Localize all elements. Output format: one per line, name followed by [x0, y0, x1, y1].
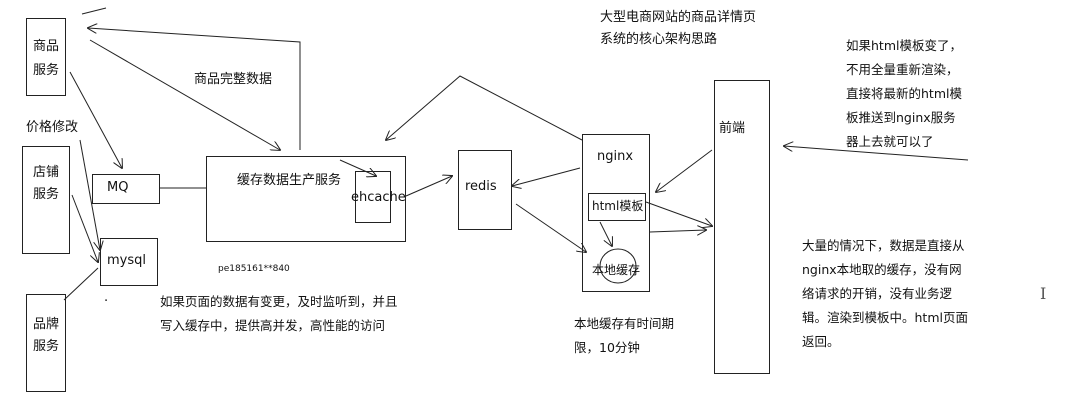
- ehcache-box: [355, 171, 391, 223]
- frontend-label: 前端: [719, 121, 746, 136]
- price-change-label: 价格修改: [26, 120, 79, 135]
- cache-service-box: 缓存数据生产服务 ehcache: [206, 156, 406, 242]
- brand-service-label-1: 品牌: [32, 317, 59, 332]
- cache-service-label: 缓存数据生产服务: [237, 173, 342, 188]
- full-product-data-label: 商品完整数据: [194, 72, 273, 87]
- traffic-note-line3: 络请求的开销，没有业务逻: [802, 286, 953, 301]
- watermark-text: pe185161**840: [218, 264, 290, 274]
- shop-service-label-1: 店铺: [32, 165, 59, 180]
- traffic-note-line2: nginx本地取的缓存，没有网: [802, 262, 962, 277]
- html-template-box: html模板: [588, 193, 646, 221]
- local-cache-note-line1: 本地缓存有时间期: [574, 316, 675, 331]
- frontend-box: 前端: [714, 80, 770, 374]
- arrow-redis-to-localcache: [515, 203, 586, 252]
- product-service-box: 商品 服务: [26, 18, 66, 96]
- template-note-line4: 板推送到nginx服务: [846, 110, 956, 125]
- template-note-line3: 直接将最新的html模: [846, 86, 962, 101]
- traffic-note-line4: 辑。渲染到模板中。html页面: [802, 310, 968, 325]
- arrow-brand-to-mysql: [63, 267, 99, 301]
- local-cache-label: 本地缓存: [592, 263, 641, 277]
- mysql-dot: ·: [104, 294, 109, 309]
- brand-service-box: 品牌 服务: [26, 294, 66, 392]
- text-cursor-icon: I: [1040, 284, 1047, 303]
- mysql-box: mysql: [100, 238, 158, 286]
- cache-note-line1: 如果页面的数据有变更，及时监听到，并且: [160, 294, 398, 309]
- product-service-label-1: 商品: [32, 39, 59, 54]
- arrow-product-out: [81, 7, 107, 15]
- traffic-note-line1: 大量的情况下，数据是直接从: [802, 238, 965, 253]
- ehcache-label: ehcache: [351, 190, 406, 205]
- nginx-label: nginx: [597, 149, 634, 164]
- arrow-nginx-to-ehcache: [386, 75, 583, 140]
- template-note-line1: 如果html模板变了，: [846, 38, 962, 53]
- redis-box: redis: [458, 150, 512, 230]
- shop-service-box: 店铺 服务: [22, 146, 70, 254]
- nginx-box: nginx html模板 本地缓存: [582, 134, 650, 292]
- arrow-nginx-to-redis: [512, 167, 581, 186]
- shop-service-label-2: 服务: [32, 187, 59, 202]
- brand-service-label-2: 服务: [32, 339, 59, 354]
- arrow-template-to-frontend: [645, 201, 712, 226]
- redis-label: redis: [465, 179, 497, 194]
- mq-label: MQ: [107, 180, 129, 195]
- diagram-title-line1: 大型电商网站的商品详情页: [600, 10, 757, 25]
- arrow-frontend-to-nginx: [656, 149, 713, 192]
- arrow-shop-to-mysql: [71, 194, 98, 262]
- template-note-line2: 不用全量重新渲染，: [846, 62, 959, 77]
- local-cache-note-line2: 限，10分钟: [574, 340, 640, 355]
- mq-box: MQ: [92, 174, 160, 204]
- arrow-localcache-to-frontend: [649, 230, 706, 232]
- mysql-label: mysql: [107, 253, 146, 268]
- arrow-ehcache-to-redis: [405, 176, 452, 197]
- cache-note-line2: 写入缓存中，提供高并发，高性能的访问: [160, 318, 386, 333]
- product-service-label-2: 服务: [32, 63, 59, 78]
- html-template-label: html模板: [592, 199, 644, 213]
- template-note-line5: 器上去就可以了: [846, 134, 934, 149]
- traffic-note-line5: 返回。: [802, 334, 840, 349]
- arrow-product-to-cache: [89, 39, 280, 150]
- diagram-title-line2: 系统的核心架构思路: [600, 32, 718, 47]
